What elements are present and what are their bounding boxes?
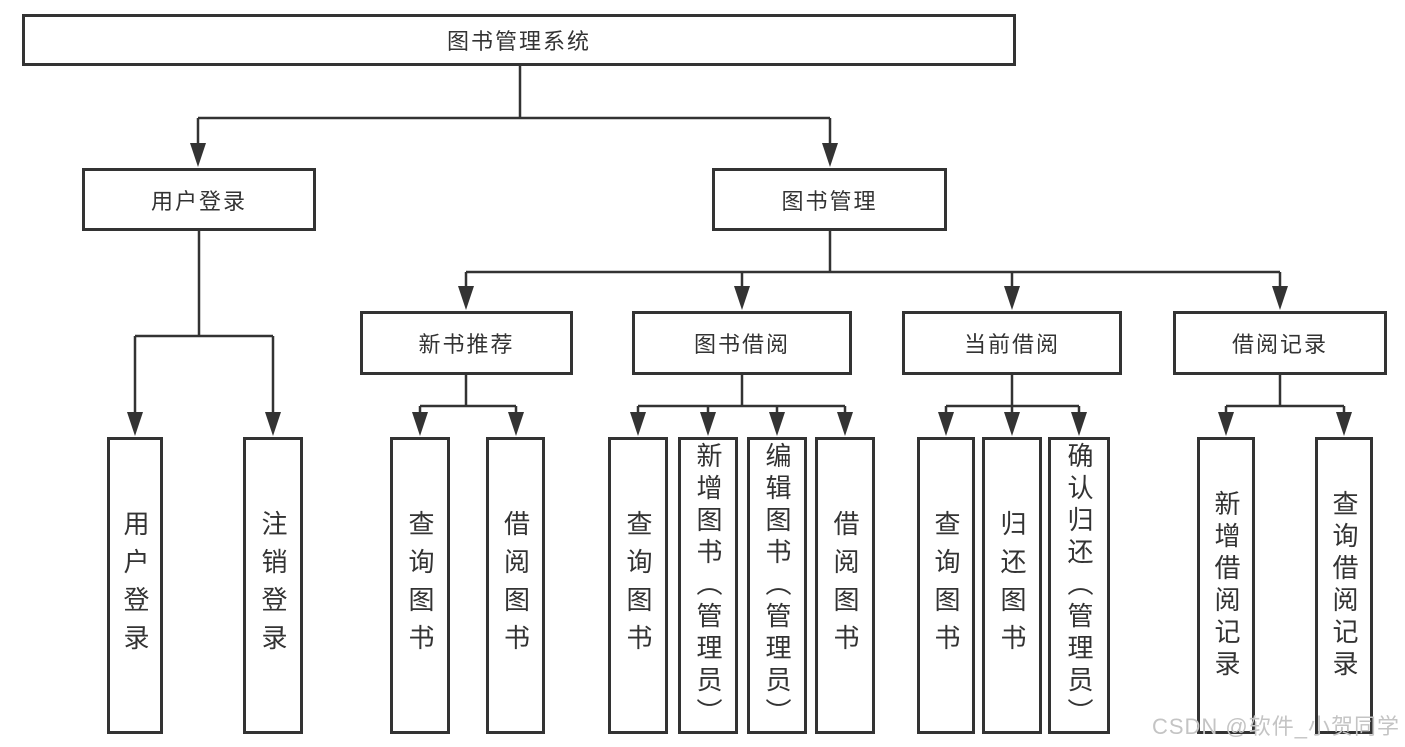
leaf-label: 用户登录 [120,509,150,662]
arrowhead-icon [1004,286,1020,310]
connector-root-to-level2 [190,66,838,167]
node-library-management-system: 图书管理系统 [22,14,1016,66]
node-current-borrow: 当前借阅 [902,311,1122,375]
leaf-label: 查询图书 [405,509,435,662]
leaf-br-add-borrow-record: 新增借阅记录 [1197,437,1255,734]
connector-user-login-to-leaves [127,231,281,436]
connector-new-book-to-leaves [412,375,524,436]
arrowhead-icon [508,412,524,436]
node-new-book-recommend: 新书推荐 [360,311,573,375]
arrowhead-icon [837,412,853,436]
leaf-label: 新增借阅记录 [1211,489,1241,682]
leaf-cb-confirm-return-admin: 确认归还（管理员） [1048,437,1110,734]
leaf-cb-query-books: 查询图书 [917,437,975,734]
node-book-borrow: 图书借阅 [632,311,852,375]
leaf-logout-login: 注销登录 [243,437,303,734]
node-user-login: 用户登录 [82,168,316,231]
leaf-nb-borrow-books: 借阅图书 [486,437,545,734]
arrowhead-icon [938,412,954,436]
arrowhead-icon [1218,412,1234,436]
arrowhead-icon [734,286,750,310]
connector-book-management-to-level3 [458,231,1288,310]
leaf-bb-query-books: 查询图书 [608,437,668,734]
arrowhead-icon [822,143,838,167]
leaf-br-query-borrow-record: 查询借阅记录 [1315,437,1373,734]
leaf-bb-borrow-books: 借阅图书 [815,437,875,734]
connector-book-borrow-to-leaves [630,375,853,436]
leaf-label: 归还图书 [997,509,1027,662]
leaf-nb-query-books: 查询图书 [390,437,450,734]
node-book-management: 图书管理 [712,168,947,231]
arrowhead-icon [769,412,785,436]
leaf-label: 确认归还（管理员） [1064,441,1094,730]
arrowhead-icon [1071,412,1087,436]
arrowhead-icon [458,286,474,310]
leaf-label: 借阅图书 [830,509,860,662]
node-borrow-records: 借阅记录 [1173,311,1387,375]
leaf-label: 借阅图书 [500,509,531,662]
arrowhead-icon [265,412,281,436]
leaf-cb-return-books: 归还图书 [982,437,1042,734]
arrowhead-icon [630,412,646,436]
leaf-label: 查询图书 [931,509,961,662]
csdn-watermark: CSDN @软件_小贺同学 [1151,714,1400,739]
arrowhead-icon [1272,286,1288,310]
arrowhead-icon [412,412,428,436]
connector-current-borrow-to-leaves [938,375,1087,436]
leaf-bb-edit-books-admin: 编辑图书（管理员） [747,437,807,734]
arrowhead-icon [700,412,716,436]
arrowhead-icon [1004,412,1020,436]
leaf-label: 新增图书（管理员） [693,441,723,730]
leaf-bb-add-books-admin: 新增图书（管理员） [678,437,738,734]
leaf-label: 查询图书 [623,509,653,662]
arrowhead-icon [1336,412,1352,436]
connector-borrow-records-to-leaves [1218,375,1352,436]
arrowhead-icon [190,143,206,167]
leaf-label: 注销登录 [258,509,288,662]
leaf-label: 查询借阅记录 [1329,489,1359,682]
arrowhead-icon [127,412,143,436]
leaf-label: 编辑图书（管理员） [762,441,792,730]
leaf-user-login: 用户登录 [107,437,163,734]
